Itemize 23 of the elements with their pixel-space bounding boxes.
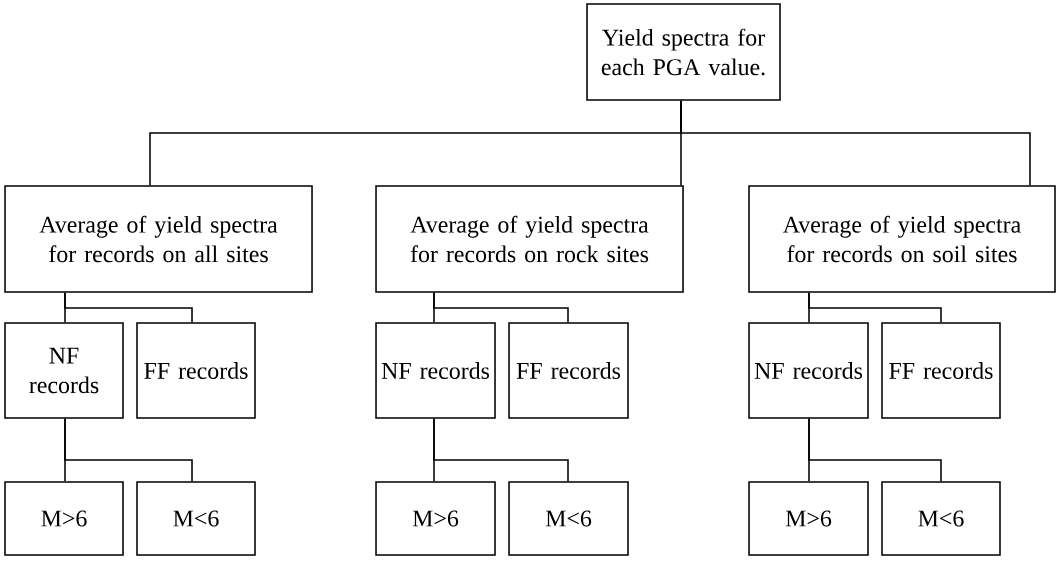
process-box: M>6 — [4, 481, 124, 556]
process-box: NF records — [748, 322, 869, 419]
connector-line — [680, 100, 1031, 186]
process-box: Yield spectra for each PGA value. — [586, 3, 781, 101]
process-box: FF records — [508, 322, 629, 419]
connector-line — [64, 418, 193, 482]
process-box: Average of yield spectra for records on soil sites — [748, 185, 1056, 293]
connector-line — [808, 418, 942, 482]
connector-line — [808, 292, 942, 323]
process-box: FF records — [136, 322, 256, 419]
process-box: M<6 — [508, 481, 629, 556]
process-box: M>6 — [748, 481, 869, 556]
connector-line — [433, 418, 569, 482]
process-box: NF records — [4, 322, 124, 419]
connector-line — [433, 292, 569, 323]
process-box: FF records — [881, 322, 1001, 419]
process-box: Average of yield spectra for records on rock sites — [375, 185, 684, 293]
connector-line — [64, 292, 193, 323]
process-box: Average of yield spectra for records on all sites — [4, 185, 313, 293]
process-box: M<6 — [881, 481, 1001, 556]
process-box: M<6 — [136, 481, 256, 556]
process-box: NF records — [375, 322, 496, 419]
process-box: M>6 — [375, 481, 496, 556]
